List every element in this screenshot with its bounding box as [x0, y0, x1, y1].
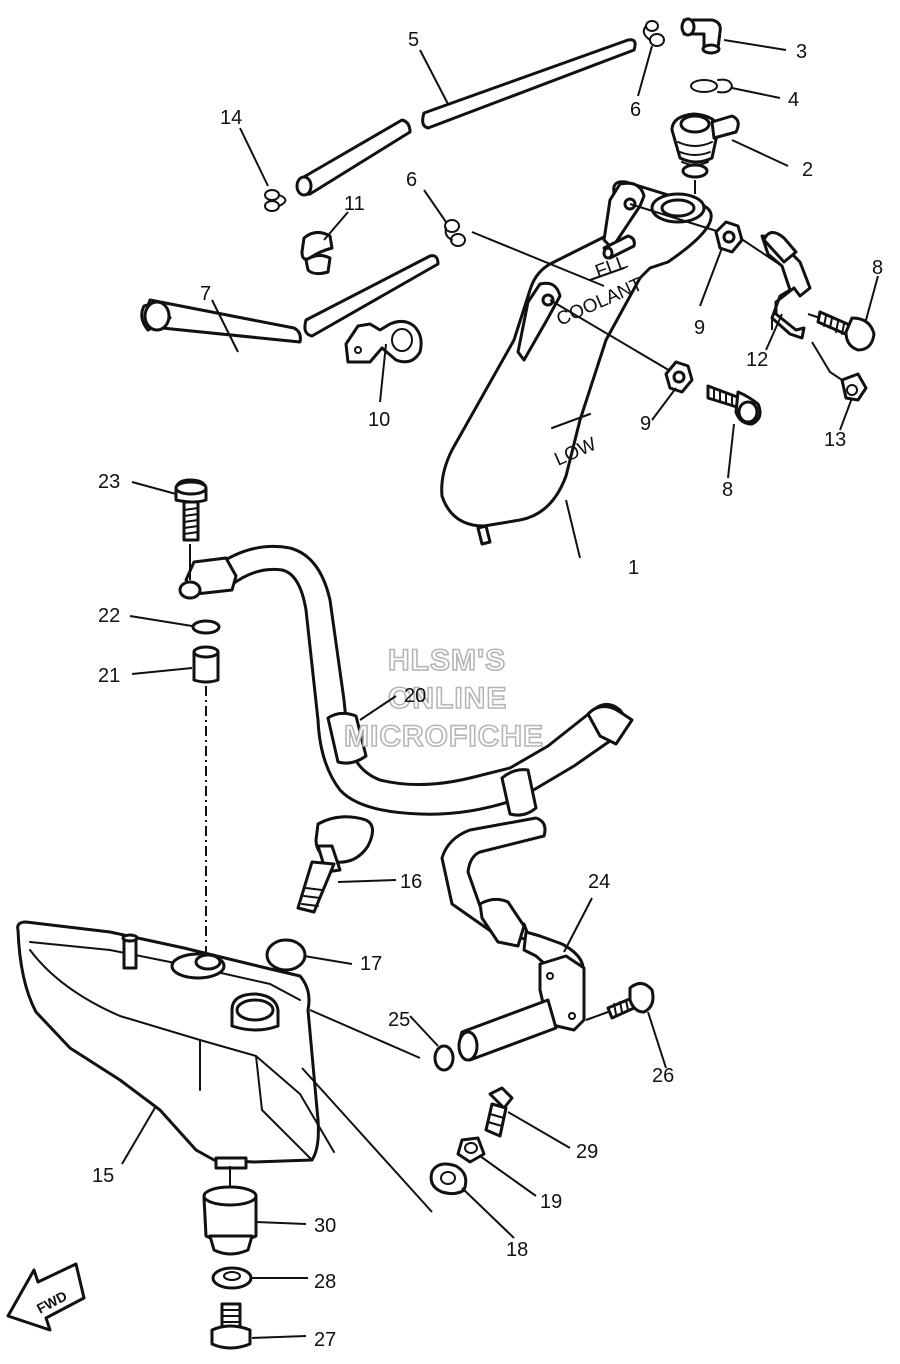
elbow-fitting-3	[680, 17, 722, 55]
callout-9-lower: 9	[640, 413, 651, 435]
hose-clamp-6-lower	[444, 219, 466, 247]
callout-25: 25	[388, 1009, 410, 1031]
bolt-8-lower	[706, 384, 762, 426]
forward-arrow-icon: FWD	[6, 1262, 86, 1332]
bolt-23	[174, 478, 208, 542]
callout-22: 22	[98, 605, 120, 627]
callout-8-right: 8	[872, 257, 883, 279]
callout-4: 4	[788, 89, 799, 111]
clip-13	[840, 372, 868, 402]
callout-6-lower: 6	[406, 169, 417, 191]
callout-18: 18	[506, 1239, 528, 1261]
callout-28: 28	[314, 1271, 336, 1293]
clip-11	[300, 231, 334, 276]
o-ring-22	[191, 619, 221, 635]
callout-29: 29	[576, 1141, 598, 1163]
callout-5: 5	[408, 29, 419, 51]
washer-9-lower	[664, 360, 694, 394]
clip-4	[690, 78, 734, 94]
callout-2: 2	[802, 159, 813, 181]
callout-19: 19	[540, 1191, 562, 1213]
callout-8-lower: 8	[722, 479, 733, 501]
bolt-26	[606, 982, 655, 1020]
callout-16: 16	[400, 871, 422, 893]
callout-14: 14	[220, 107, 242, 129]
svg-text:MICROFICHE: MICROFICHE	[344, 720, 544, 753]
bolt-8-right	[816, 310, 876, 352]
radiator-cap-2	[670, 112, 740, 179]
callout-26: 26	[652, 1065, 674, 1087]
hose-clamp-14	[264, 189, 287, 212]
bracket-12	[760, 231, 812, 340]
callout-17: 17	[360, 953, 382, 975]
callout-1: 1	[628, 557, 639, 579]
callout-13: 13	[824, 429, 846, 451]
drain-cap-16	[296, 815, 374, 914]
washer-9-upper	[714, 220, 744, 254]
collar-19	[456, 1136, 486, 1164]
callout-30: 30	[314, 1215, 336, 1237]
callout-9-upper: 9	[694, 317, 705, 339]
bolt-29	[484, 1086, 514, 1138]
hose-clamp-6-upper	[642, 20, 665, 47]
callout-12: 12	[746, 349, 768, 371]
grommet-18	[429, 1162, 468, 1196]
grommet-30	[202, 1185, 258, 1256]
hose-24	[440, 816, 586, 1062]
hose-7	[140, 254, 440, 344]
callout-leaders	[121, 39, 879, 1339]
coolant-pipe-20	[178, 544, 634, 817]
clamp-bracket-10	[344, 319, 423, 364]
callout-15: 15	[92, 1165, 114, 1187]
callout-6-upper: 6	[630, 99, 641, 121]
callout-3: 3	[796, 41, 807, 63]
collar-21	[192, 645, 220, 684]
callout-24: 24	[588, 871, 610, 893]
callout-20: 20	[404, 685, 426, 707]
main-tank-15	[16, 920, 335, 1170]
svg-text:HLSM'S: HLSM'S	[388, 644, 506, 677]
o-ring-25	[433, 1044, 455, 1072]
bolt-27	[210, 1302, 252, 1350]
callout-labels: 1 2 3 4 5 6 6 7 8 8 9 9 10 11 12 13 14 1…	[92, 29, 883, 1351]
callout-23: 23	[98, 471, 120, 493]
coolant-reservoir-tank-1	[440, 180, 713, 546]
callout-7: 7	[200, 283, 211, 305]
hose-5	[295, 38, 637, 197]
callout-11: 11	[344, 193, 365, 215]
seal-17	[265, 938, 307, 972]
svg-text:ONLINE: ONLINE	[388, 682, 507, 715]
washer-28	[211, 1266, 253, 1290]
watermark: HLSM'S ONLINE MICROFICHE	[343, 643, 544, 754]
callout-21: 21	[98, 665, 120, 687]
callout-10: 10	[368, 409, 390, 431]
callout-27: 27	[314, 1329, 336, 1351]
